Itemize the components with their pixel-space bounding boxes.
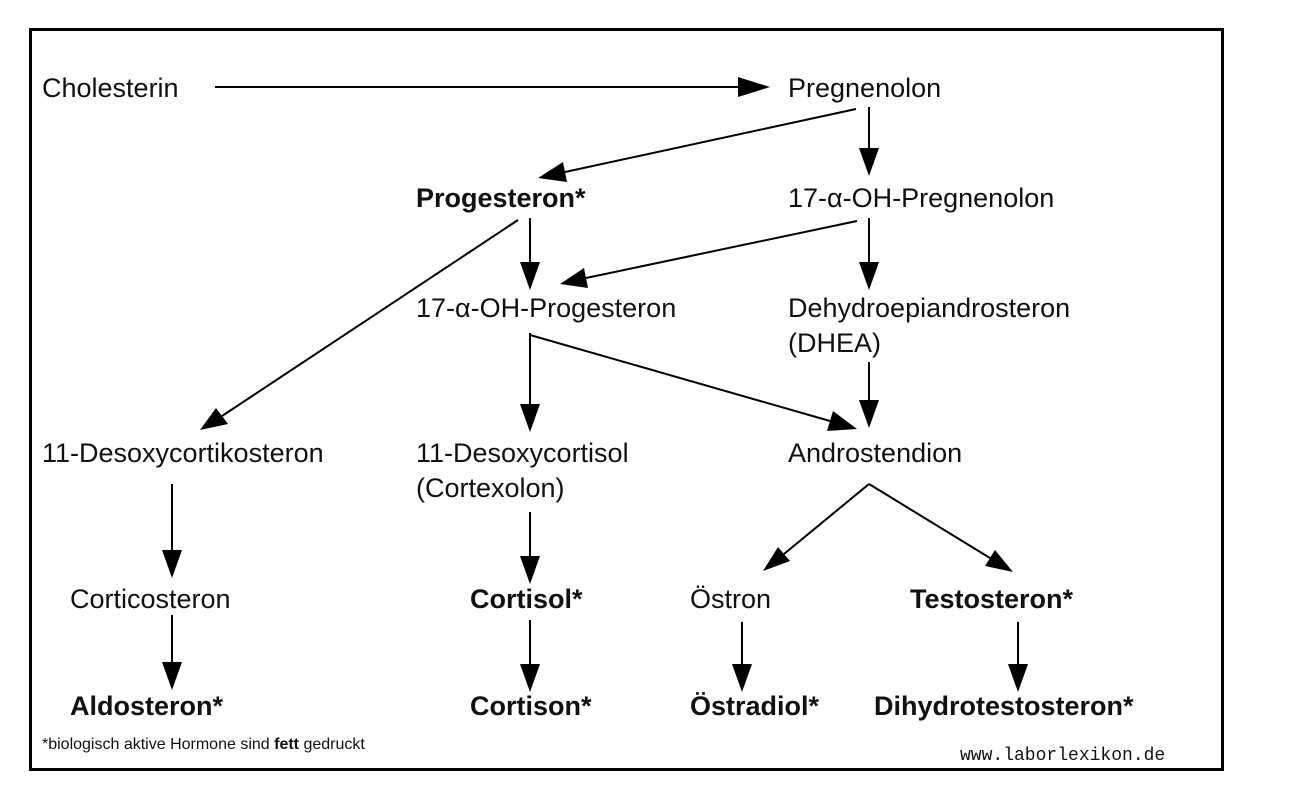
node-11-desoxycortisol: 11-Desoxycortisol [416,438,629,468]
arrow-oh-progesteron-androstendion [529,334,831,422]
diagram-frame [29,28,1224,771]
arrowhead [520,556,540,584]
arrowhead [859,262,879,290]
node-dihydrotestosteron: Dihydrotestosteron* [874,691,1134,721]
source-url: www.laborlexikon.de [960,746,1166,766]
node-oestron: Östron [690,584,772,614]
arrow-androstendion-oestron [783,483,870,555]
arrowhead [200,408,228,430]
node-dhea-name: Dehydroepiandrosteron [788,293,1071,323]
arrowhead [1008,664,1028,692]
arrowhead [985,550,1013,572]
node-androstendion: Androstendion [788,438,963,468]
node-dhea-abbrev: (DHEA) [788,328,881,358]
arrow-pregnenolon-progesteron [564,108,857,173]
arrowhead [763,547,790,571]
footnote-bold: fett [274,736,300,753]
arrowhead [859,400,879,428]
node-oestradiol: Östradiol* [690,691,820,721]
node-pregnenolon: Pregnenolon [788,73,942,103]
arrowhead [162,550,182,578]
node-11-desoxycortikosteron: 11-Desoxycortikosteron [42,438,324,468]
node-17-oh-progesteron: 17-α-OH-Progesteron [416,293,677,323]
arrowhead [560,268,588,288]
node-testosteron: Testosteron* [910,584,1074,614]
arrowhead [520,262,540,290]
arrowhead [859,148,879,176]
arrowhead [162,662,182,690]
arrowhead [520,664,540,692]
arrowhead [738,77,770,97]
node-aldosteron: Aldosteron* [70,691,224,721]
node-cortisol: Cortisol* [470,584,583,614]
footnote: *biologisch aktive Hormone sind fett ged… [42,736,365,754]
arrowhead [827,411,857,431]
node-cortexolon: (Cortexolon) [416,473,565,503]
footnote-prefix: *biologisch aktive Hormone sind [42,736,275,753]
arrowhead [538,162,567,182]
arrow-oh-pregnenolon-oh-progesteron [585,220,858,279]
arrow-progesteron-desoxycortikosteron [221,219,519,417]
footnote-suffix: gedruckt [299,736,365,753]
arrowhead [520,404,540,432]
node-corticosteron: Corticosteron [70,584,231,614]
node-17-oh-pregnenolon: 17-α-OH-Pregnenolon [788,183,1055,213]
arrowhead [732,664,752,692]
arrow-androstendion-testosteron [868,483,991,559]
node-cholesterin: Cholesterin [42,73,179,103]
node-cortison: Cortison* [470,691,592,721]
node-progesteron: Progesteron* [416,183,586,213]
